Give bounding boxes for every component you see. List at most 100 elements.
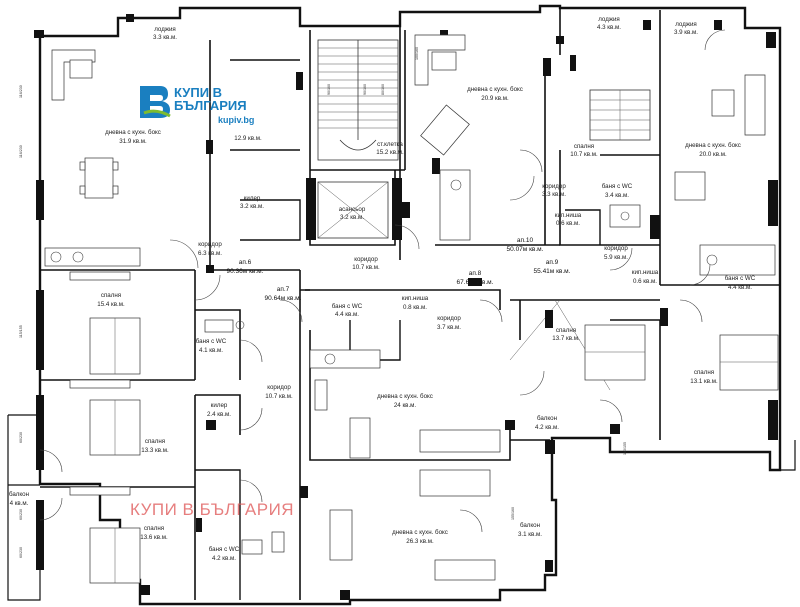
window-dimension: 60/230 xyxy=(19,547,23,558)
room-area: 13.3 кв.м. xyxy=(141,447,169,454)
room-name: асансьор xyxy=(339,206,366,213)
room-name: коридор xyxy=(604,245,628,252)
apartment-area: 50.07м кв.м. xyxy=(507,246,544,253)
room-name: спалня xyxy=(556,327,576,334)
room-name: спалня xyxy=(694,369,714,376)
room-name: баня с WC xyxy=(196,338,227,345)
window-dimension: 160/155 xyxy=(623,442,627,455)
room-name: коридор xyxy=(267,384,291,391)
room-area: 4.4 кв.м. xyxy=(728,284,752,291)
apartment-name: ап.8 xyxy=(469,270,482,277)
logo-line2: БЪЛГАРИЯ xyxy=(174,98,247,113)
room-area: 4.3 кв.м. xyxy=(597,24,621,31)
room-name: баня с WC xyxy=(209,546,240,553)
room-name: килер xyxy=(211,402,228,409)
room-area: 13.7 кв.м. xyxy=(552,335,580,342)
structural-columns xyxy=(34,14,778,600)
window-dimension: 90/160 xyxy=(363,84,367,95)
room-area: 15.4 кв.м. xyxy=(97,301,125,308)
window-dimension: 116/230 xyxy=(19,85,23,98)
room-area: 3.3 кв.м. xyxy=(153,34,177,41)
logo-url: kupiv.bg xyxy=(218,115,254,125)
room-area: 31.9 кв.м. xyxy=(119,138,147,145)
room-area: 4.1 кв.м. xyxy=(199,347,223,354)
furniture xyxy=(44,34,779,584)
room-area: 3.3 кв.м. xyxy=(542,191,566,198)
room-name: лоджия xyxy=(598,16,620,23)
elevator xyxy=(317,181,389,239)
room-area: 26.3 кв.м. xyxy=(406,538,434,545)
apartment-area: 90.36м кв.м. xyxy=(227,268,264,275)
window-dimension: 155/160 xyxy=(511,507,515,520)
room-area: 5.9 кв.м. xyxy=(604,254,628,261)
room-area: 10.7 кв.м. xyxy=(352,264,380,271)
logo-line1: КУПИ В xyxy=(174,85,222,100)
window-dimension: 60/230 xyxy=(19,432,23,443)
door-swings xyxy=(39,29,726,533)
room-area: 3.2 кв.м. xyxy=(340,214,364,221)
room-name: спалня xyxy=(574,143,594,150)
room-name: спалня xyxy=(144,525,164,532)
room-area: 0.8 кв.м. xyxy=(403,304,427,311)
room-name: дневна с кухн. бокс xyxy=(467,86,523,93)
room-name: дневна с кухн. бокс xyxy=(392,529,448,536)
room-area: 4.4 кв.м. xyxy=(335,311,359,318)
apartment-name: ап.7 xyxy=(277,286,290,293)
window-dimension: 90/160 xyxy=(327,84,331,95)
room-area: 10.7 кв.м. xyxy=(265,393,293,400)
room-area: 2.4 кв.м. xyxy=(207,411,231,418)
room-name: ст.клетка xyxy=(377,141,403,148)
room-name: баня с WC xyxy=(332,303,363,310)
room-area: 13.6 кв.м. xyxy=(140,534,168,541)
room-name: дневна с кухн. бокс xyxy=(105,129,161,136)
room-name: балкон xyxy=(520,522,540,529)
room-name: баня с WC xyxy=(602,183,633,190)
room-area: 3.1 кв.м. xyxy=(518,531,542,538)
apartment-area: 90.64м кв.м. xyxy=(265,295,302,302)
room-area: 3.4 кв.м. xyxy=(605,192,629,199)
apartment-labels: ап.6 90.36м кв.м. ап.7 90.64м кв.м. ап.8… xyxy=(227,237,571,302)
room-name: коридор xyxy=(198,241,222,248)
room-name: балкон xyxy=(9,491,29,498)
stair-flight xyxy=(589,89,651,141)
room-area: 4.2 кв.м. xyxy=(535,424,559,431)
watermark: КУПИ В БЪЛГАРИЯ xyxy=(130,500,294,519)
apartment-name: ап.6 xyxy=(239,259,252,266)
room-area: 6.3 кв.м. xyxy=(198,250,222,257)
room-name: кип.ниша xyxy=(555,212,582,219)
room-area: 24 кв.м. xyxy=(394,402,417,409)
room-name: лоджия xyxy=(154,26,176,33)
window-dimension: 115/155 xyxy=(19,325,23,338)
apartment-area: 67.60м кв.м. xyxy=(457,279,494,286)
room-area: 0.6 кв.м. xyxy=(633,278,657,285)
window-dimension: 60/230 xyxy=(19,509,23,520)
room-area: 4.2 кв.м. xyxy=(212,555,236,562)
apartment-area: 55.41м кв.м. xyxy=(534,268,571,275)
dimension-labels: 116/230 116/230 115/155 60/230 60/230 60… xyxy=(19,47,627,558)
apartment-name: ап.10 xyxy=(517,237,534,244)
company-logo: КУПИ В БЪЛГАРИЯ kupiv.bg xyxy=(140,85,254,125)
room-name: спалня xyxy=(145,438,165,445)
room-name: лоджия xyxy=(675,21,697,28)
room-area: 3.7 кв.м. xyxy=(437,324,461,331)
room-area: 20.0 кв.м. xyxy=(699,151,727,158)
exterior-walls xyxy=(7,4,796,606)
room-name: коридор xyxy=(437,315,461,322)
window-dimension: 116/230 xyxy=(19,145,23,158)
window-dimension: 80/160 xyxy=(381,84,385,95)
room-labels: лоджия 3.3 кв.м. лоджия 4.3 кв.м. лоджия… xyxy=(9,16,756,562)
room-name: кип.ниша xyxy=(632,269,659,276)
room-area: 3.9 кв.м. xyxy=(674,29,698,36)
room-name: баня с WC xyxy=(725,275,756,282)
room-name: дневна с кухн. бокс xyxy=(377,393,433,400)
apartment-name: ап.9 xyxy=(546,259,559,266)
room-area: 3.2 кв.м. xyxy=(240,203,264,210)
room-area: 4 кв.м. xyxy=(10,500,29,507)
room-name: коридор xyxy=(354,256,378,263)
room-area: 10.7 кв.м. xyxy=(570,151,598,158)
room-area: 13.1 кв.м. xyxy=(690,378,718,385)
room-name: коридор xyxy=(542,183,566,190)
room-area: 20.9 кв.м. xyxy=(481,95,509,102)
room-name: спалня xyxy=(101,292,121,299)
